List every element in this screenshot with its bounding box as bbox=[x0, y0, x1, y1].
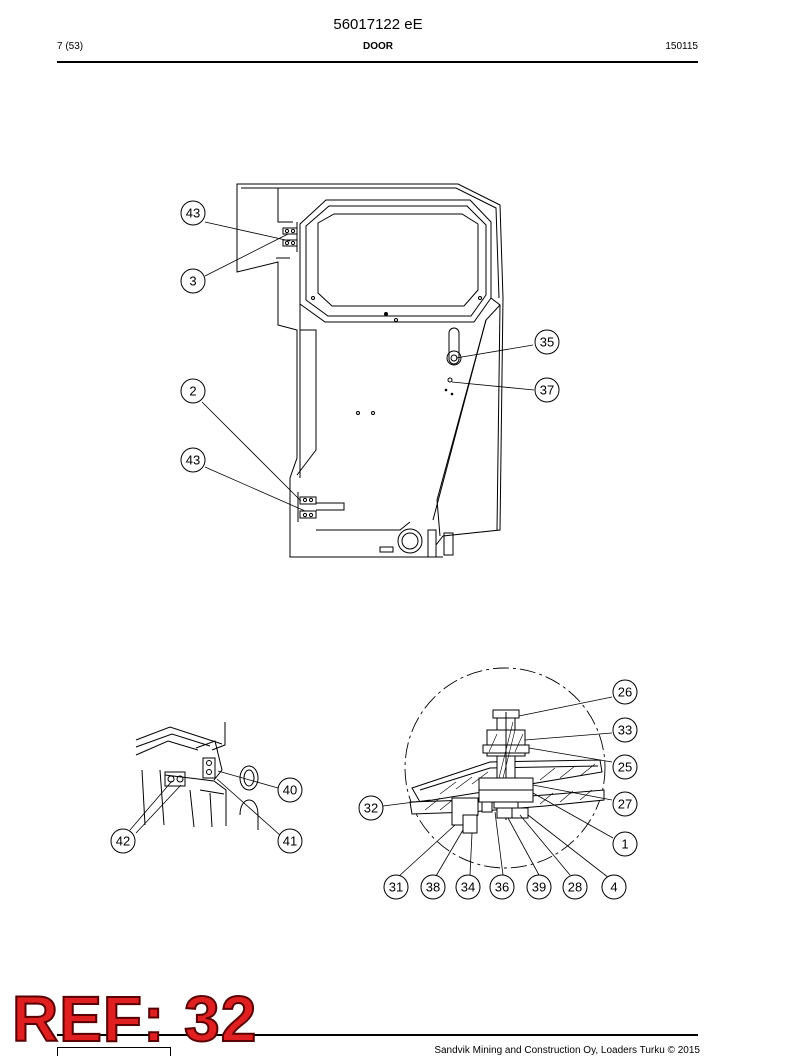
callout-4: 4 bbox=[601, 874, 627, 900]
callout-label: 3 bbox=[189, 274, 196, 289]
callout-25: 25 bbox=[612, 754, 638, 780]
callout-43-upper: 43 bbox=[180, 200, 206, 226]
callout-label: 34 bbox=[461, 880, 475, 895]
document-number: 56017122 eE bbox=[333, 16, 423, 33]
callout-label: 38 bbox=[426, 880, 440, 895]
callout-41: 41 bbox=[277, 828, 303, 854]
callout-39: 39 bbox=[526, 874, 552, 900]
callout-label: 35 bbox=[540, 335, 554, 350]
callout-37: 37 bbox=[534, 377, 560, 403]
detail-circle bbox=[404, 667, 606, 869]
callout-label: 25 bbox=[618, 760, 632, 775]
callout-1: 1 bbox=[612, 831, 638, 857]
callout-label: 36 bbox=[495, 880, 509, 895]
callout-label: 31 bbox=[389, 880, 403, 895]
callout-label: 4 bbox=[610, 880, 617, 895]
callout-label: 27 bbox=[618, 797, 632, 812]
callout-40: 40 bbox=[277, 777, 303, 803]
callout-31: 31 bbox=[383, 874, 409, 900]
callout-label: 43 bbox=[186, 453, 200, 468]
callout-label: 28 bbox=[568, 880, 582, 895]
callout-33: 33 bbox=[612, 717, 638, 743]
footer-rule bbox=[57, 1034, 698, 1036]
callout-26: 26 bbox=[612, 679, 638, 705]
callout-2: 2 bbox=[180, 378, 206, 404]
date-code: 150115 bbox=[665, 41, 698, 52]
callout-label: 40 bbox=[283, 783, 297, 798]
callout-3: 3 bbox=[180, 268, 206, 294]
callout-35: 35 bbox=[534, 329, 560, 355]
door-leader-lines bbox=[201, 221, 535, 512]
door-drawing bbox=[236, 183, 504, 558]
callout-27: 27 bbox=[612, 791, 638, 817]
callout-label: 41 bbox=[283, 834, 297, 849]
callout-32: 32 bbox=[358, 795, 384, 821]
callout-label: 33 bbox=[618, 723, 632, 738]
callout-34: 34 bbox=[455, 874, 481, 900]
callout-label: 2 bbox=[189, 384, 196, 399]
callout-28: 28 bbox=[562, 874, 588, 900]
detail-drawing bbox=[409, 709, 605, 834]
callout-label: 26 bbox=[618, 685, 632, 700]
hinge-drawing bbox=[135, 722, 259, 830]
page-number: 7 (53) bbox=[57, 41, 84, 52]
callout-label: 39 bbox=[532, 880, 546, 895]
callout-38: 38 bbox=[420, 874, 446, 900]
callout-36: 36 bbox=[489, 874, 515, 900]
sandvik-logo bbox=[57, 1047, 171, 1056]
ref-stamp: REF: 32 bbox=[11, 982, 258, 1056]
header-rule bbox=[57, 61, 698, 63]
section-title: DOOR bbox=[363, 41, 393, 52]
callout-43-lower: 43 bbox=[180, 447, 206, 473]
callout-label: 43 bbox=[186, 206, 200, 221]
footer-copyright: Sandvik Mining and Construction Oy, Load… bbox=[434, 1045, 700, 1056]
callout-label: 37 bbox=[540, 383, 554, 398]
callout-label: 42 bbox=[116, 834, 130, 849]
callout-42: 42 bbox=[110, 828, 136, 854]
detail-leader-lines bbox=[382, 696, 614, 879]
callout-label: 32 bbox=[364, 801, 378, 816]
hinge-leader-lines bbox=[129, 770, 282, 837]
callout-label: 1 bbox=[621, 837, 628, 852]
